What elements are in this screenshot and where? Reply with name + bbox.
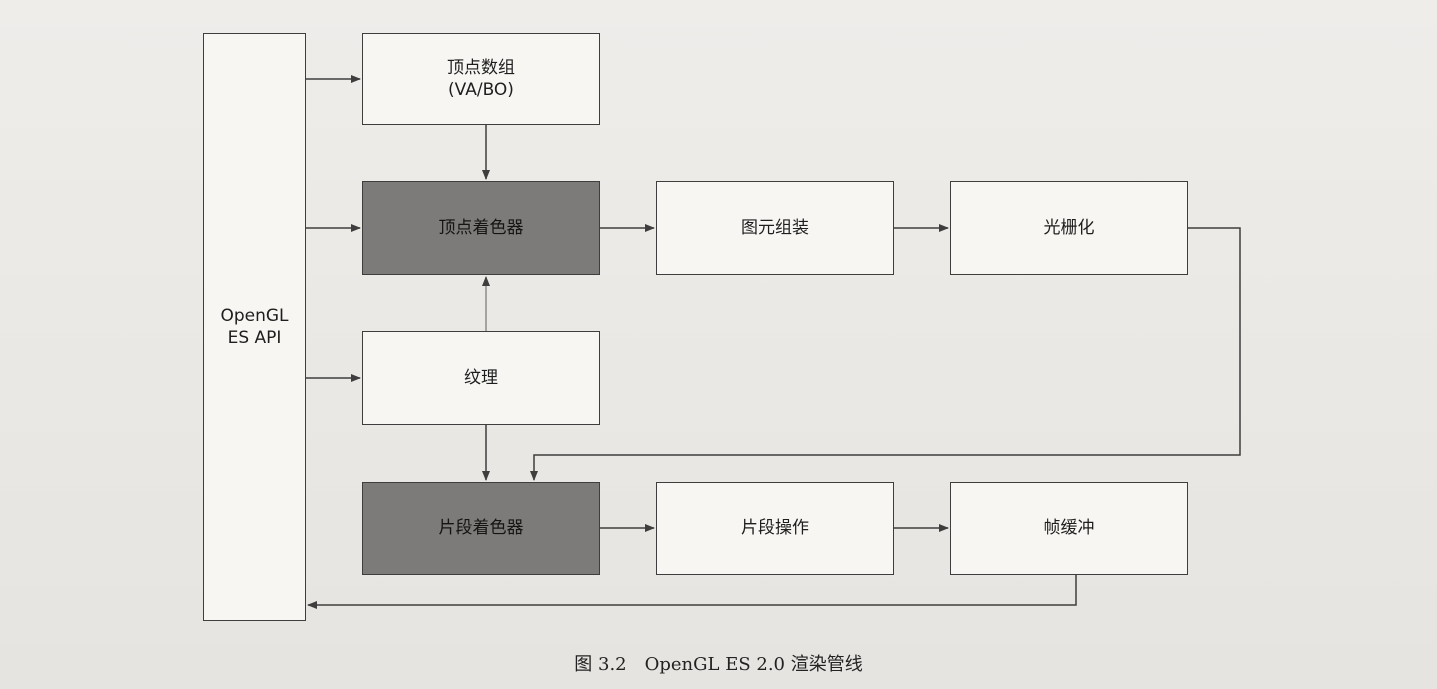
texture-box: 纹理 [362,331,600,425]
arrow-framebuffer-to-api [307,575,1077,609]
opengl-es-api-box: OpenGL ES API [203,33,306,621]
vertex-array-box: 顶点数组 (VA/BO) [362,33,600,125]
fragment-shader-label: 片段着色器 [438,518,524,539]
api-label-line1: OpenGL [220,305,289,326]
rasterization-box: 光栅化 [950,181,1188,275]
fragment-shader-box: 片段着色器 [362,482,600,575]
figure-caption: 图 3.2 OpenGL ES 2.0 渲染管线 [574,654,863,675]
arrow-rasterization-to-fragment-shader [530,227,1241,481]
rasterization-label: 光栅化 [1043,217,1095,238]
fragment-operations-label: 片段操作 [741,518,809,539]
api-label-line2: ES API [227,328,282,348]
vbo-label-line1: 顶点数组 [447,57,515,78]
vertex-shader-box: 顶点着色器 [362,181,600,275]
fragment-operations-box: 片段操作 [656,482,894,575]
vbo-label-line2: (VA/BO) [448,80,514,100]
primitive-assembly-label: 图元组装 [741,217,809,238]
framebuffer-label: 帧缓冲 [1043,518,1095,539]
texture-label: 纹理 [464,367,498,388]
primitive-assembly-box: 图元组装 [656,181,894,275]
vertex-shader-label: 顶点着色器 [438,217,524,238]
framebuffer-box: 帧缓冲 [950,482,1188,575]
